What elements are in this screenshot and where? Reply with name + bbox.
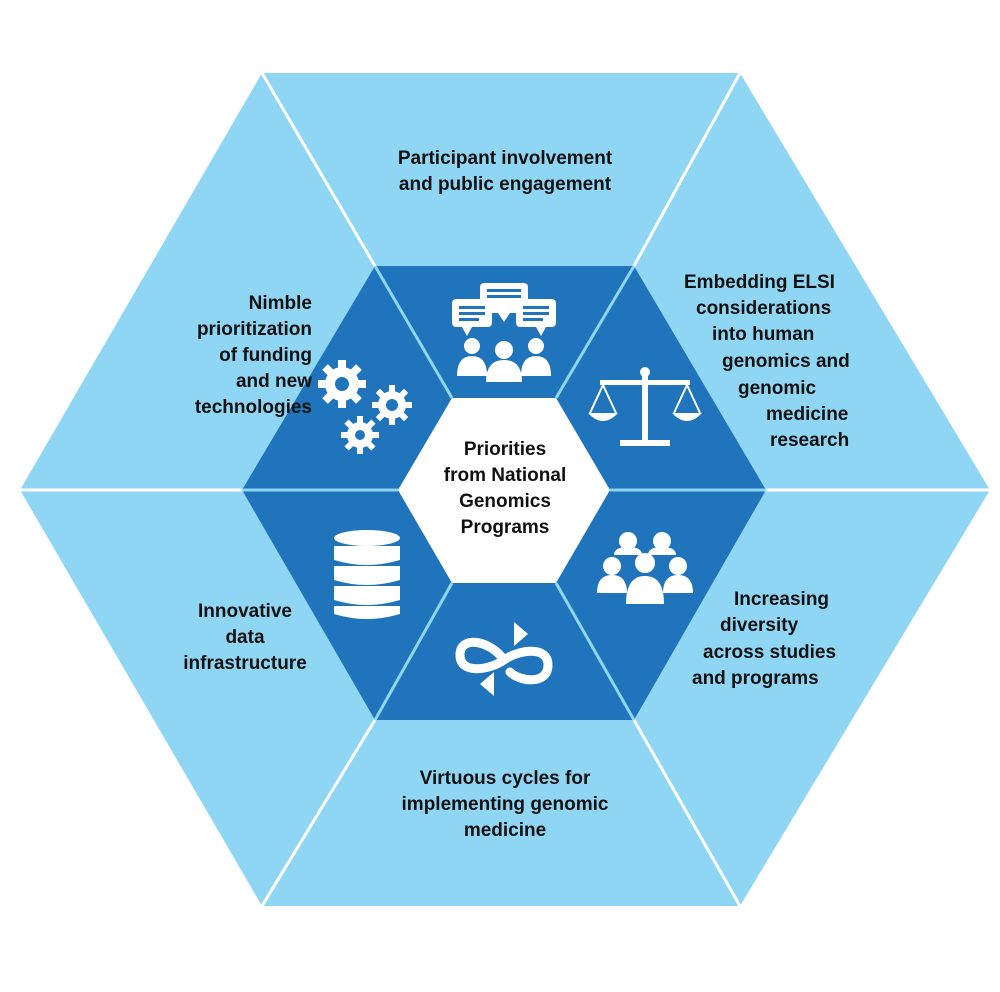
elsi-line: genomic [738, 378, 817, 399]
participant-line: and public engagement [398, 174, 612, 195]
virtuous-line: implementing genomic [401, 794, 609, 815]
participant-line: Participant involvement [397, 148, 613, 169]
virtuous-label: Virtuous cycles for implementing genomic… [365, 766, 645, 844]
balance-scale-icon [588, 367, 702, 446]
inner-dividers [242, 265, 766, 721]
nimble-line: Nimble [248, 293, 312, 314]
center-line: from National [443, 465, 567, 486]
data-label: Innovative data infrastructure [170, 599, 320, 677]
elsi-line: into human [712, 324, 815, 345]
center-line: Genomics [459, 491, 551, 512]
center-line: Programs [460, 517, 550, 538]
database-icon [334, 530, 400, 619]
cycle-arrows-icon [455, 622, 553, 696]
nimble-label: Nimble prioritization of funding and new… [120, 291, 312, 421]
discussion-group-icon [452, 283, 556, 382]
nimble-line: of funding [219, 345, 312, 366]
participant-label: Participant involvement and public engag… [375, 146, 635, 198]
elsi-line: research [770, 430, 850, 451]
nimble-line: technologies [194, 397, 312, 418]
elsi-line: medicine [766, 404, 849, 425]
virtuous-line: Virtuous cycles for [419, 768, 591, 789]
elsi-line: considerations [696, 298, 832, 319]
center-label: Priorities from National Genomics Progra… [420, 437, 590, 541]
center-line: Priorities [463, 439, 547, 460]
outer-dividers [20, 72, 990, 907]
gears-icon [318, 360, 412, 454]
data-line: Innovative [198, 601, 292, 622]
diversity-line: and programs [692, 668, 819, 689]
diverse-group-icon [597, 532, 693, 604]
diversity-line: across studies [703, 642, 837, 663]
virtuous-line: medicine [463, 820, 547, 841]
data-line: infrastructure [183, 653, 307, 674]
diversity-line: Increasing [734, 589, 830, 610]
elsi-line: genomics and [722, 351, 850, 372]
data-line: data [225, 627, 265, 648]
diversity-line: diversity [720, 615, 799, 636]
nimble-line: prioritization [196, 319, 312, 340]
nimble-line: and new [235, 371, 312, 392]
center-hexagon [398, 398, 610, 583]
elsi-line: Embedding ELSI [684, 272, 835, 293]
